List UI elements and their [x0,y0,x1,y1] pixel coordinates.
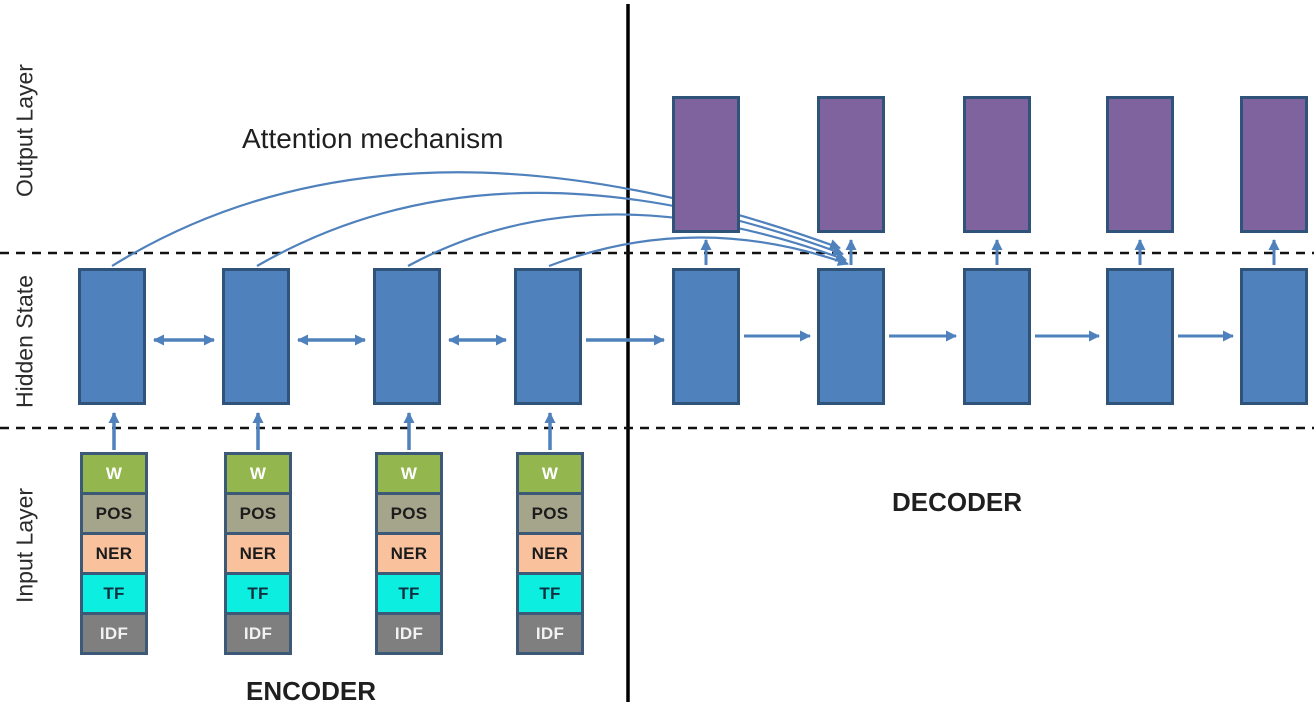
decoder-output-1 [672,96,740,233]
feature-pos-box: POS [375,492,443,535]
encoder-hidden-state-4 [514,268,582,405]
input-stack-2: W POS NER TF IDF [224,452,292,655]
feature-w-box: W [80,452,148,495]
encoder-label: ENCODER [246,676,377,706]
decoder-output-3 [963,96,1031,233]
feature-ner-box: NER [224,532,292,575]
decoder-output-4 [1106,96,1174,233]
feature-tf-box: TF [80,572,148,615]
axis-label-input-layer: Input Layer [11,487,38,604]
decoder-hidden-state-5 [1240,268,1308,405]
decoder-hidden-state-3 [963,268,1031,405]
input-stack-1: W POS NER TF IDF [80,452,148,655]
feature-tf-box: TF [375,572,443,615]
feature-w-box: W [224,452,292,495]
decoder-output-5 [1240,96,1308,233]
feature-tf-box: TF [516,572,584,615]
encoder-hidden-state-2 [222,268,290,405]
feature-pos-box: POS [80,492,148,535]
encoder-hidden-state-1 [78,268,146,405]
feature-ner-box: NER [516,532,584,575]
axis-label-hidden-state: Hidden State [11,275,38,409]
feature-tf-box: TF [224,572,292,615]
decoder-hidden-state-4 [1106,268,1174,405]
decoder-output-2 [817,96,885,233]
feature-idf-box: IDF [375,612,443,655]
feature-w-box: W [516,452,584,495]
feature-w-box: W [375,452,443,495]
hidden-to-output-arrows [700,239,1280,265]
feature-idf-box: IDF [80,612,148,655]
input-stack-3: W POS NER TF IDF [375,452,443,655]
feature-idf-box: IDF [516,612,584,655]
feature-idf-box: IDF [224,612,292,655]
encoder-hidden-state-3 [373,268,441,405]
decoder-hidden-state-2 [817,268,885,405]
attention-mechanism-label: Attention mechanism [242,123,504,154]
feature-ner-box: NER [375,532,443,575]
decoder-hidden-state-1 [672,268,740,405]
decoder-label: DECODER [892,487,1023,517]
feature-pos-box: POS [516,492,584,535]
feature-pos-box: POS [224,492,292,535]
axis-label-output-layer: Output Layer [11,64,38,197]
feature-ner-box: NER [80,532,148,575]
input-stack-4: W POS NER TF IDF [516,452,584,655]
input-to-hidden-arrows [108,412,556,450]
